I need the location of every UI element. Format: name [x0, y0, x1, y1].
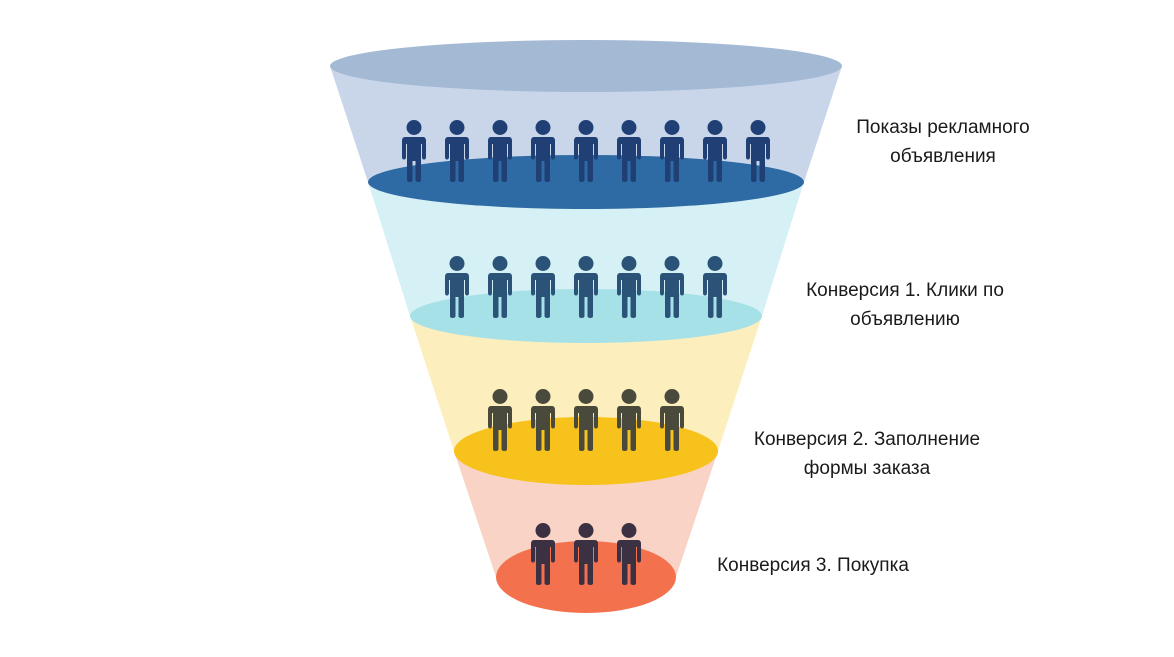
person-icon [574, 523, 598, 585]
stage-label-line: Конверсия 2. Заполнение [753, 429, 981, 450]
person-icon [617, 523, 641, 585]
person-icon [574, 120, 598, 182]
person-icon [531, 256, 555, 318]
stage-label-impressions: Показы рекламного объявления [838, 113, 1048, 171]
person-icon [617, 389, 641, 451]
person-icon [488, 256, 512, 318]
funnel-disc [454, 417, 718, 485]
person-icon [402, 120, 426, 182]
person-icon [617, 120, 641, 182]
stage-label-line: объявлению [850, 309, 960, 330]
person-icon [660, 256, 684, 318]
stage-label-order-form: Конверсия 2. Заполнение формы заказа [738, 425, 996, 483]
person-icon [445, 120, 469, 182]
person-icon [660, 389, 684, 451]
person-icon [746, 120, 770, 182]
stage-label-line: объявления [890, 146, 996, 167]
person-icon [488, 389, 512, 451]
stage-label-line: Конверсия 1. Клики по [806, 280, 1004, 301]
funnel-rim [330, 40, 842, 92]
person-icon [660, 120, 684, 182]
person-icon [488, 120, 512, 182]
person-icon [445, 256, 469, 318]
stage-label-line: Показы рекламного [856, 117, 1030, 138]
person-icon [531, 389, 555, 451]
stage-label-clicks: Конверсия 1. Клики по объявлению [786, 276, 1024, 334]
person-icon [531, 120, 555, 182]
person-icon [617, 256, 641, 318]
person-icon [703, 256, 727, 318]
person-icon [703, 120, 727, 182]
person-icon [574, 256, 598, 318]
stage-label-line: формы заказа [803, 458, 931, 479]
person-icon [531, 523, 555, 585]
funnel-disc [368, 155, 804, 209]
stage-label-purchase: Конверсия 3. Покупка [700, 551, 926, 580]
stage-label-line: Конверсия 3. Покупка [717, 555, 909, 576]
person-icon [574, 389, 598, 451]
